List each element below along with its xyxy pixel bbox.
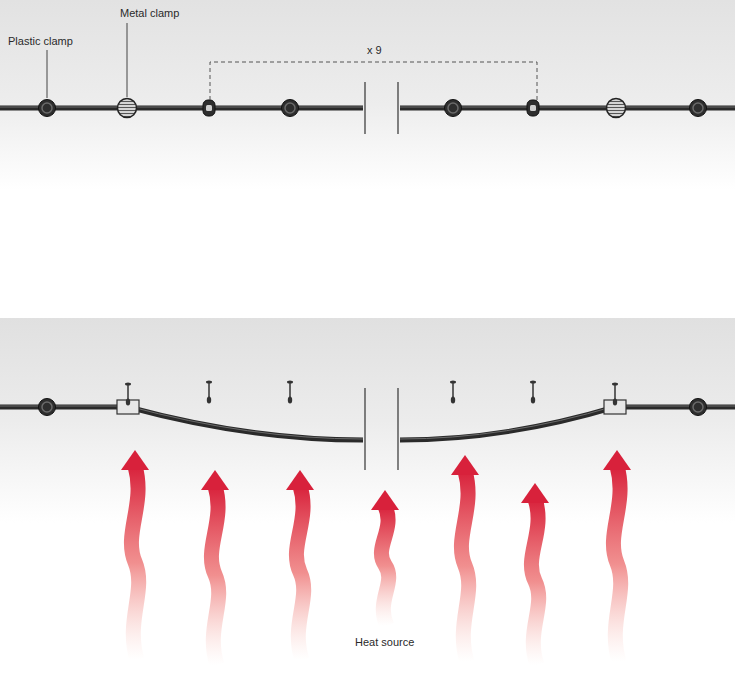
heat-arrow-body: [531, 499, 538, 665]
heat-arrows: [121, 450, 631, 665]
heat-arrow-head: [121, 450, 149, 470]
count-bracket: [210, 62, 537, 100]
break-mark: [365, 82, 398, 134]
count-label: x 9: [367, 44, 382, 57]
background-band: [0, 0, 735, 190]
heat-arrow-head: [603, 450, 631, 470]
break-mark: [365, 388, 398, 470]
part-label: Plastic clamp: [8, 35, 73, 48]
heat-arrow-body: [461, 471, 468, 662]
heat-arrow-body: [211, 486, 218, 665]
heat-arrow-head: [371, 490, 399, 510]
clamps: [39, 99, 707, 118]
heat-arrow-head: [286, 470, 314, 490]
heat-label: Heat source: [355, 636, 414, 649]
part-label: Metal clamp: [120, 7, 179, 20]
heat-arrow-head: [521, 483, 549, 503]
heat-arrow-body: [296, 486, 303, 660]
heat-arrow-head: [451, 455, 479, 475]
leader-line: [47, 23, 127, 98]
heat-arrow-body: [131, 466, 138, 660]
clamps: [39, 381, 707, 416]
heat-arrow-body: [613, 466, 620, 662]
heat-arrow-body: [381, 506, 388, 626]
heat-arrow-head: [201, 470, 229, 490]
